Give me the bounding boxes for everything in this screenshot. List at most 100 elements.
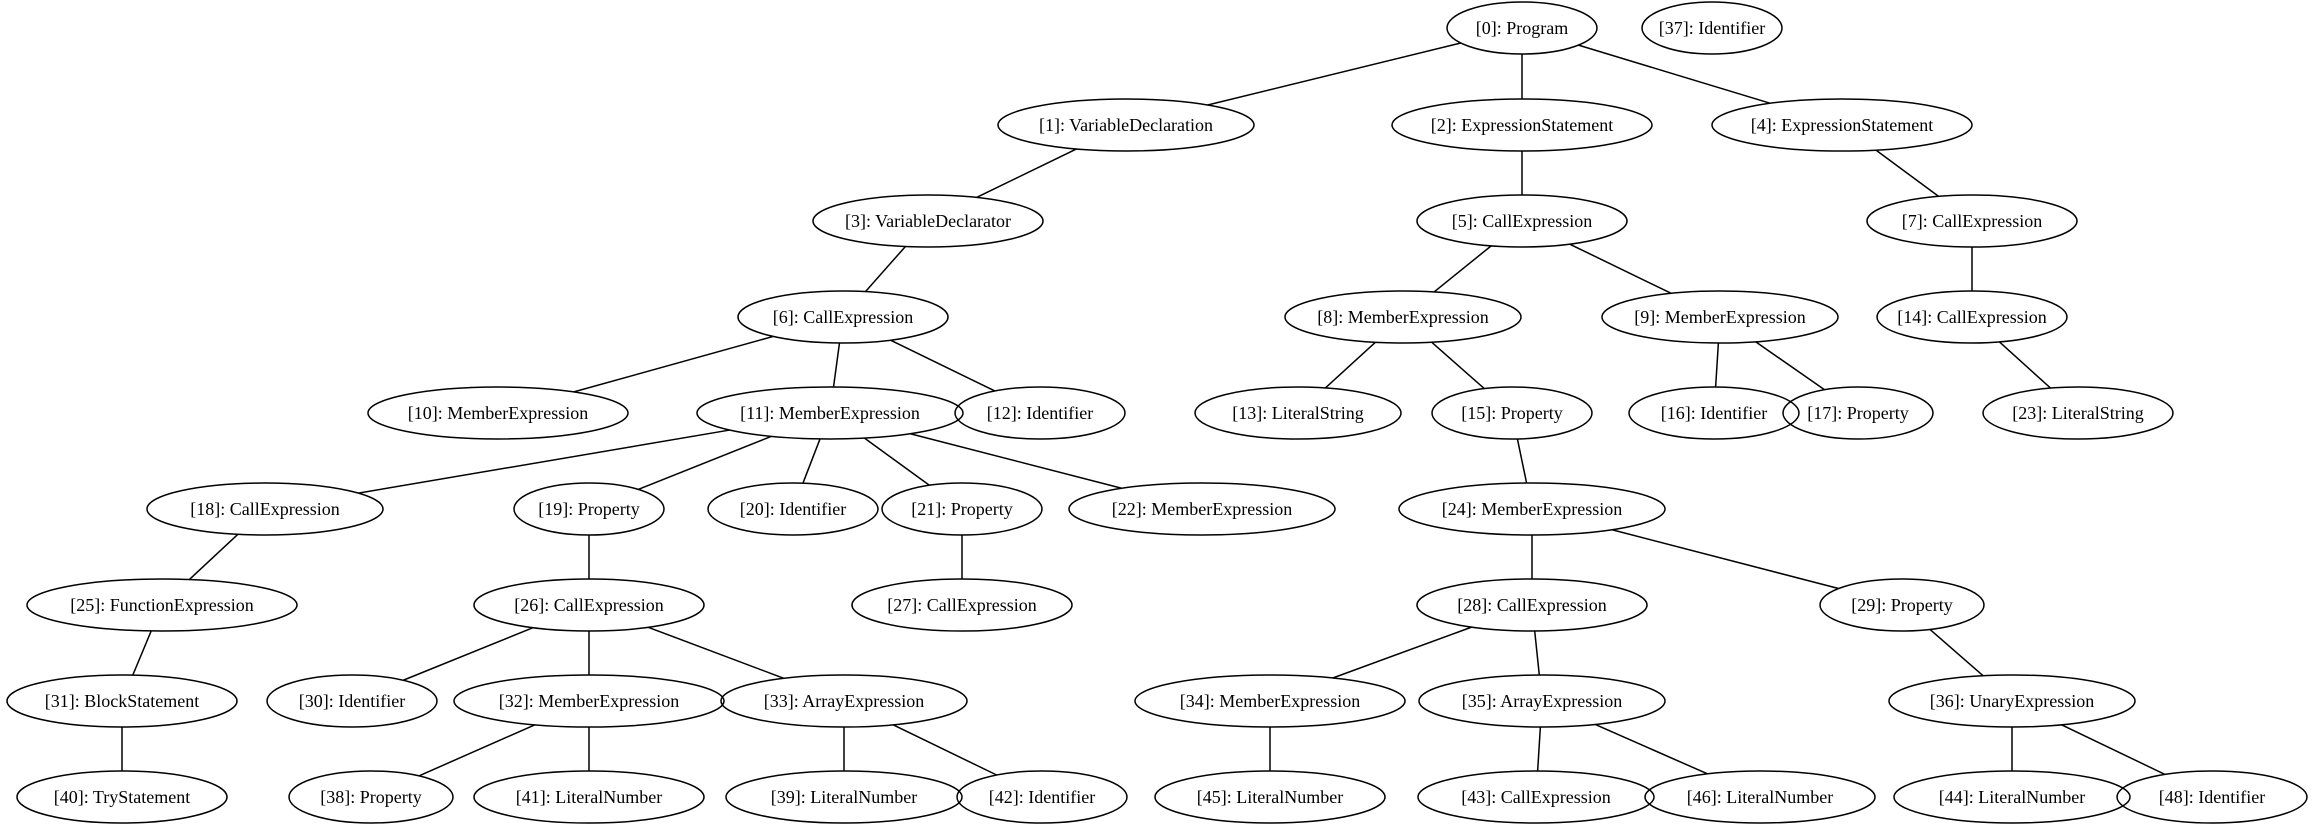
- node-label: [40]: TryStatement: [54, 787, 191, 807]
- tree-edge-4-7: [1875, 149, 1940, 197]
- node-label: [35]: ArrayExpression: [1462, 691, 1622, 711]
- node-ellipse: [146, 482, 384, 536]
- node-label: [19]: Property: [538, 499, 639, 519]
- node-label: [33]: ArrayExpression: [764, 691, 924, 711]
- node-label: [11]: MemberExpression: [740, 403, 920, 423]
- tree-node-7: [7]: CallExpression: [1866, 194, 2078, 248]
- tree-edge-26-30: [402, 627, 534, 681]
- tree-edge-28-34: [1332, 626, 1472, 679]
- node-ellipse: [1284, 290, 1522, 344]
- tree-node-16: [16]: Identifier: [1628, 386, 1800, 440]
- node-ellipse: [1417, 770, 1655, 824]
- node-label: [43]: CallExpression: [1461, 787, 1610, 807]
- node-ellipse: [1876, 290, 2068, 344]
- tree-edge-11-22: [910, 432, 1122, 490]
- tree-node-26: [26]: CallExpression: [473, 578, 705, 632]
- node-label: [13]: LiteralString: [1232, 403, 1363, 423]
- node-ellipse: [1068, 482, 1336, 536]
- tree-node-20: [20]: Identifier: [707, 482, 879, 536]
- tree-node-42: [42]: Identifier: [956, 770, 1128, 824]
- node-ellipse: [1194, 386, 1402, 440]
- tree-node-11: [11]: MemberExpression: [696, 386, 964, 440]
- node-label: [8]: MemberExpression: [1317, 307, 1488, 327]
- node-ellipse: [881, 482, 1043, 536]
- tree-node-37: [37]: Identifier: [1641, 1, 1783, 55]
- tree-node-36: [36]: UnaryExpression: [1888, 674, 2136, 728]
- node-ellipse: [1893, 770, 2131, 824]
- node-ellipse: [16, 770, 228, 824]
- tree-nodes: [0]: Program [1]: VariableDeclaration [2]:…: [6, 1, 2308, 824]
- node-label: [10]: MemberExpression: [408, 403, 588, 423]
- tree-node-4: [4]: ExpressionStatement: [1711, 98, 1973, 152]
- node-ellipse: [956, 770, 1128, 824]
- node-label: [21]: Property: [911, 499, 1012, 519]
- node-label: [30]: Identifier: [299, 691, 405, 711]
- node-label: [0]: Program: [1476, 18, 1568, 38]
- node-ellipse: [513, 482, 665, 536]
- node-label: [34]: MemberExpression: [1180, 691, 1360, 711]
- tree-edges: [121, 42, 2166, 777]
- tree-node-17: [17]: Property: [1782, 386, 1934, 440]
- tree-node-32: [32]: MemberExpression: [453, 674, 725, 728]
- node-label: [42]: Identifier: [989, 787, 1095, 807]
- node-ellipse: [725, 770, 963, 824]
- tree-edge-0-1: [1207, 42, 1461, 106]
- node-label: [5]: CallExpression: [1452, 211, 1592, 231]
- node-label: [7]: CallExpression: [1902, 211, 2042, 231]
- node-ellipse: [453, 674, 725, 728]
- node-label: [4]: ExpressionStatement: [1751, 115, 1933, 135]
- tree-node-48: [48]: Identifier: [2116, 770, 2308, 824]
- node-label: [6]: CallExpression: [773, 307, 913, 327]
- tree-edge-15-24: [1516, 438, 1528, 484]
- node-label: [22]: MemberExpression: [1112, 499, 1292, 519]
- tree-node-39: [39]: LiteralNumber: [725, 770, 963, 824]
- tree-node-13: [13]: LiteralString: [1194, 386, 1402, 440]
- node-ellipse: [851, 578, 1073, 632]
- tree-edge-3-6: [864, 245, 906, 293]
- node-ellipse: [696, 386, 964, 440]
- node-label: [44]: LiteralNumber: [1939, 787, 2085, 807]
- tree-edge-6-11: [832, 342, 841, 388]
- node-label: [12]: Identifier: [987, 403, 1093, 423]
- node-ellipse: [1398, 482, 1666, 536]
- node-label: [28]: CallExpression: [1457, 595, 1606, 615]
- tree-edge-28-35: [1533, 630, 1541, 676]
- tree-edge-6-10: [573, 335, 774, 393]
- node-ellipse: [1416, 578, 1648, 632]
- tree-edge-6-12: [890, 339, 996, 392]
- tree-node-38: [38]: Property: [288, 770, 454, 824]
- tree-edge-8-15: [1431, 341, 1485, 390]
- node-label: [36]: UnaryExpression: [1930, 691, 2094, 711]
- node-ellipse: [1431, 386, 1593, 440]
- node-label: [15]: Property: [1461, 403, 1562, 423]
- node-ellipse: [473, 770, 705, 824]
- node-label: [25]: FunctionExpression: [70, 595, 253, 615]
- node-label: [23]: LiteralString: [2012, 403, 2143, 423]
- tree-node-46: [46]: LiteralNumber: [1644, 770, 1876, 824]
- node-ellipse: [1601, 290, 1839, 344]
- node-ellipse: [707, 482, 879, 536]
- tree-node-21: [21]: Property: [881, 482, 1043, 536]
- node-label: [2]: ExpressionStatement: [1431, 115, 1613, 135]
- tree-node-28: [28]: CallExpression: [1416, 578, 1648, 632]
- node-ellipse: [737, 290, 949, 344]
- tree-edge-1-3: [976, 148, 1077, 199]
- node-label: [20]: Identifier: [740, 499, 846, 519]
- tree-node-29: [29]: Property: [1819, 578, 1985, 632]
- node-label: [38]: Property: [320, 787, 421, 807]
- tree-node-44: [44]: LiteralNumber: [1893, 770, 2131, 824]
- tree-node-2: [2]: ExpressionStatement: [1391, 98, 1653, 152]
- node-label: [29]: Property: [1851, 595, 1952, 615]
- tree-node-45: [45]: LiteralNumber: [1154, 770, 1386, 824]
- tree-node-34: [34]: MemberExpression: [1134, 674, 1406, 728]
- node-ellipse: [997, 98, 1255, 152]
- tree-node-10: [10]: MemberExpression: [367, 386, 629, 440]
- tree-edge-8-13: [1324, 341, 1376, 389]
- tree-node-12: [12]: Identifier: [954, 386, 1126, 440]
- tree-node-40: [40]: TryStatement: [16, 770, 228, 824]
- node-label: [37]: Identifier: [1659, 18, 1765, 38]
- node-ellipse: [1416, 194, 1628, 248]
- node-label: [1]: VariableDeclaration: [1039, 115, 1213, 135]
- node-label: [45]: LiteralNumber: [1197, 787, 1343, 807]
